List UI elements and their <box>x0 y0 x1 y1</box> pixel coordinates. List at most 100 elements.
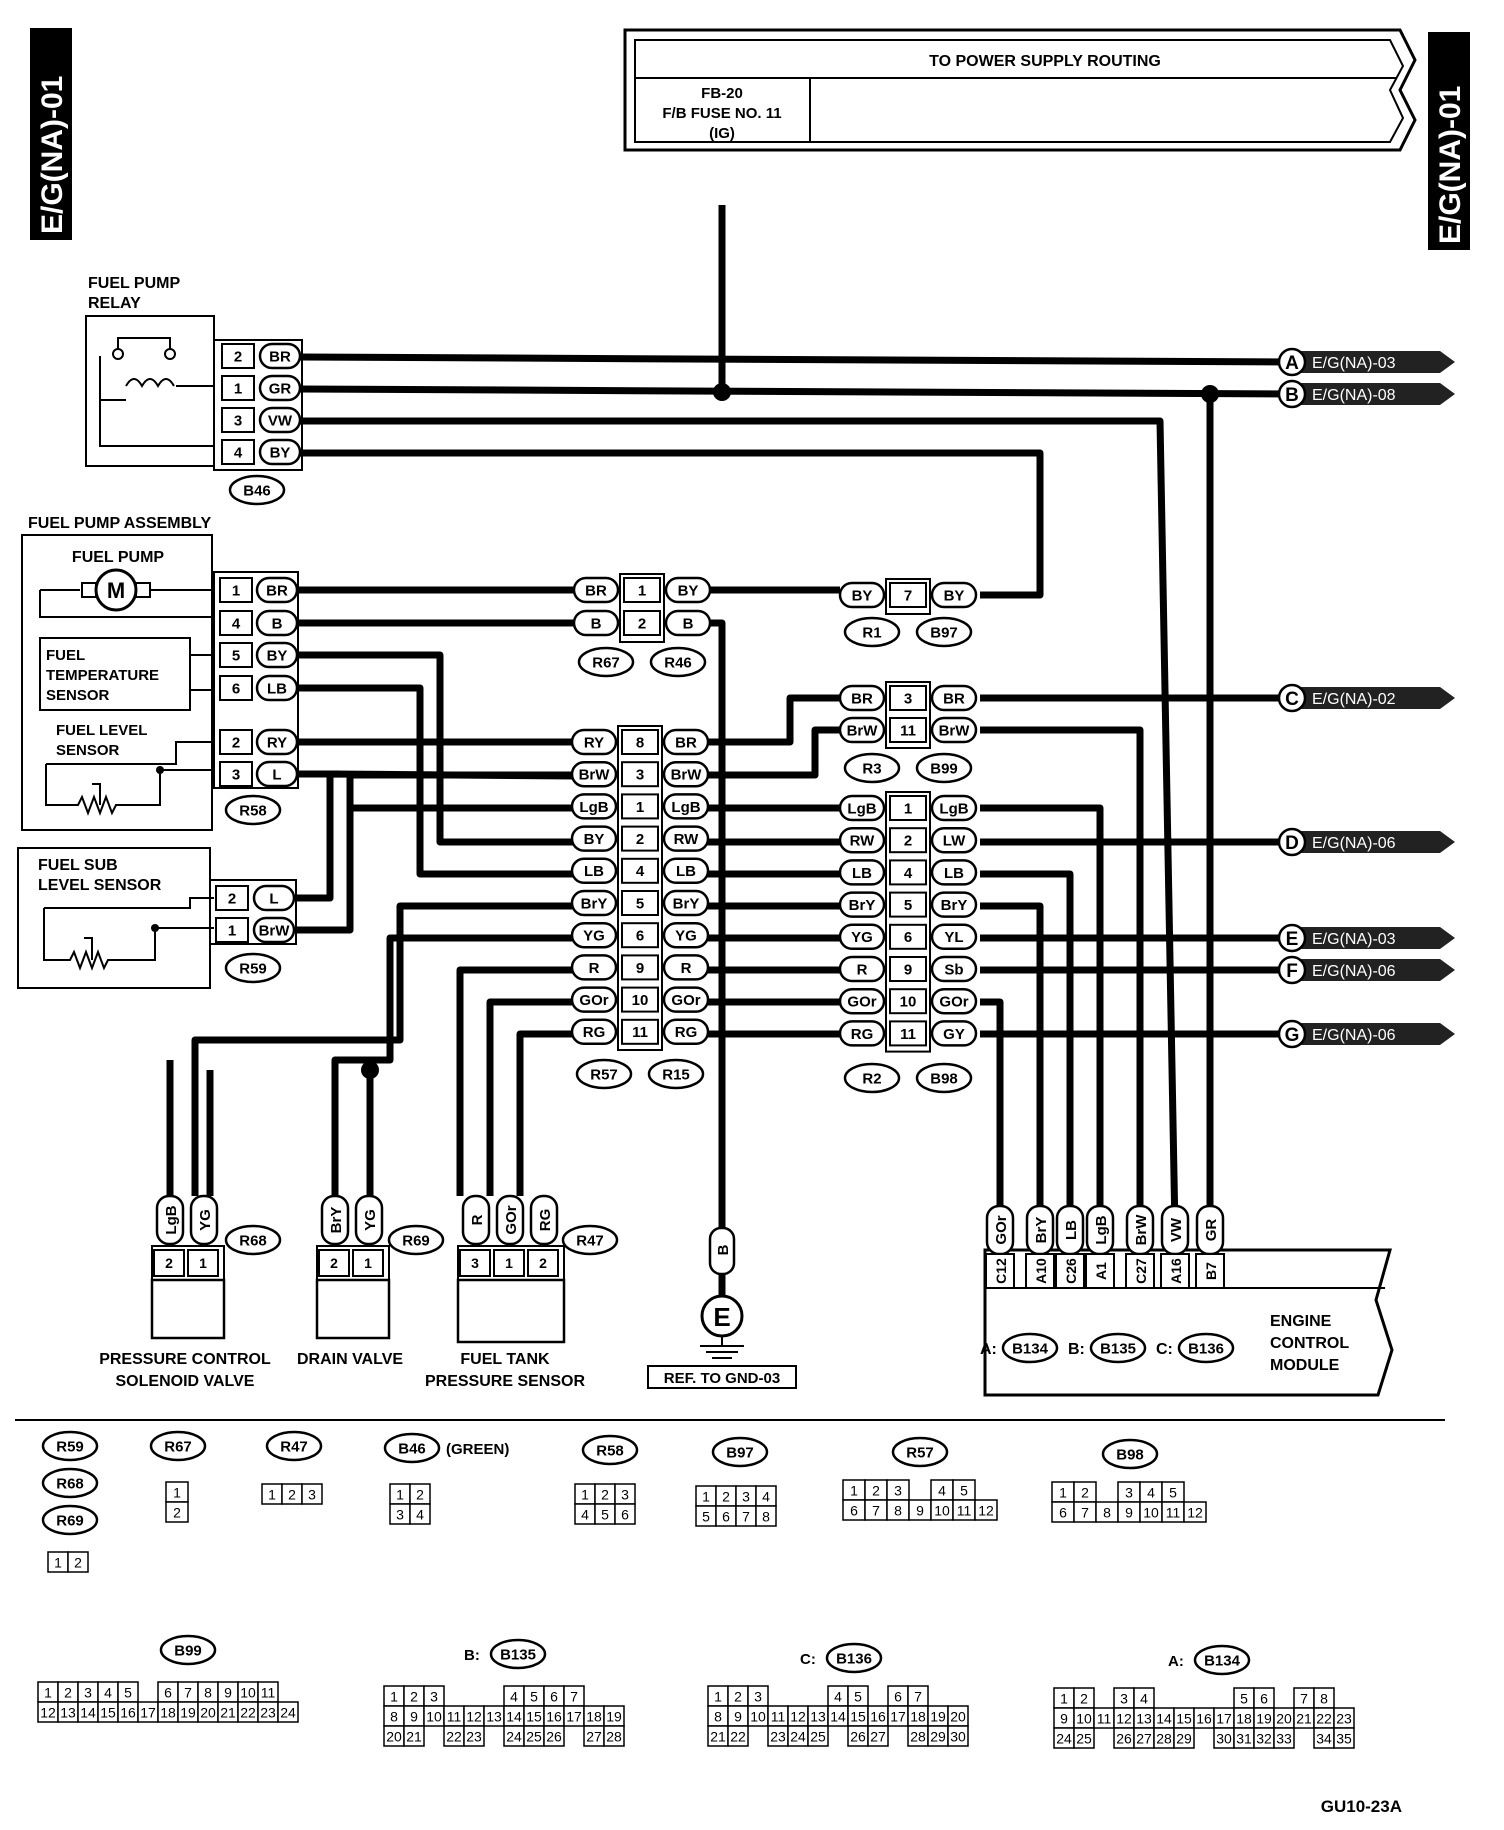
inline-pin: 10 <box>900 994 917 1011</box>
legend-pin: 2 <box>74 1555 82 1571</box>
legend-pin: 3 <box>430 1689 438 1705</box>
legend-pin: 27 <box>586 1729 602 1745</box>
legend-pin: 2 <box>1081 1485 1089 1501</box>
legend-pin: 20 <box>1276 1711 1292 1727</box>
inline-wire-left: BrY <box>849 897 876 914</box>
relay-by-wire <box>300 449 1044 599</box>
legend-pin: 1 <box>1059 1485 1067 1501</box>
r15-br-wire <box>705 694 845 746</box>
relay-br-wire <box>299 353 1291 366</box>
legend-pin: 2 <box>173 1505 181 1521</box>
inline-wire-left: BY <box>852 587 873 604</box>
legend-pin: 29 <box>1176 1731 1192 1747</box>
connector-label: R58 <box>239 803 267 820</box>
legend-pin: 3 <box>308 1487 316 1503</box>
fuel-pump-assembly: FUEL PUMP ASSEMBLY FUEL PUMP M FUEL TEMP… <box>21 515 214 831</box>
legend-pin: 13 <box>1136 1711 1152 1727</box>
ecm-pin: A1 <box>1093 1262 1109 1280</box>
assembly-wire-label: BR <box>266 582 288 599</box>
brY-wire <box>191 902 575 1196</box>
power-supply-title: TO POWER SUPPLY ROUTING <box>929 53 1161 70</box>
legend-pin: 7 <box>872 1503 880 1519</box>
asm-lb-wire <box>295 684 575 878</box>
ecm-wire-label: BrY <box>1033 1217 1050 1244</box>
inline-wire-left: RG <box>583 1024 606 1041</box>
legend-pin: 16 <box>1196 1711 1212 1727</box>
legend-pin: 1 <box>396 1487 404 1503</box>
inline-wire-left: LB <box>852 865 872 882</box>
legend-pin: 28 <box>910 1729 926 1745</box>
sub-sensor-pin: 2 <box>228 890 236 907</box>
svg-text:LEVEL SENSOR: LEVEL SENSOR <box>38 877 162 894</box>
device-wire-label: GOr <box>503 1205 520 1234</box>
inline-wire-left: R <box>857 961 868 978</box>
legend-pin: 17 <box>566 1709 582 1725</box>
legend-pin: 21 <box>220 1705 236 1721</box>
legend-pin: 4 <box>762 1489 770 1505</box>
fuse-line-2: F/B FUSE NO. 11 <box>662 105 781 122</box>
ecm-pin: B7 <box>1203 1262 1219 1280</box>
legend-pin: 11 <box>447 1709 462 1725</box>
legend-pin: 2 <box>601 1487 609 1503</box>
inline-wire-left: RG <box>851 1026 874 1043</box>
legend-pin: 15 <box>850 1709 866 1725</box>
legend-pin: 32 <box>1256 1731 1272 1747</box>
inline-wire-left: LB <box>584 863 604 880</box>
legend-pin: 24 <box>280 1705 296 1721</box>
device-pin: 2 <box>539 1255 547 1271</box>
inline-pin: 7 <box>904 587 912 604</box>
legend-pin: 1 <box>1060 1691 1068 1707</box>
ground-symbol: B E REF. TO GND-03 <box>647 1226 797 1389</box>
inline-wire-right: LB <box>944 865 964 882</box>
r15-brw-wire <box>705 726 845 779</box>
ecm-connector-code: B135 <box>1100 1341 1136 1358</box>
legend-pin: 24 <box>790 1729 806 1745</box>
legend-pin: 9 <box>734 1709 742 1725</box>
legend-connector-id: R67 <box>164 1439 192 1456</box>
inline-pin: 6 <box>636 928 644 945</box>
legend-pin: 11 <box>957 1503 972 1519</box>
inline-wire-right: B <box>683 615 694 632</box>
legend-pin: 8 <box>894 1503 902 1519</box>
assembly-wire-label: BY <box>267 647 288 664</box>
svg-text:SENSOR: SENSOR <box>56 742 120 759</box>
ecm-wire-label: GR <box>1203 1219 1220 1242</box>
connector-label: R46 <box>664 655 692 672</box>
legend-pin: 2 <box>416 1487 424 1503</box>
device-name: PRESSURE CONTROL <box>99 1351 271 1368</box>
legend-pin: 4 <box>1147 1485 1155 1501</box>
legend-pin: 7 <box>914 1689 922 1705</box>
legend-pin: 14 <box>506 1709 522 1725</box>
legend-pin: 3 <box>1120 1691 1128 1707</box>
legend-pin: 1 <box>173 1485 181 1501</box>
inline-pin: 9 <box>636 960 644 977</box>
inline-wire-right: BR <box>675 734 697 751</box>
legend-pin: 9 <box>1125 1505 1133 1521</box>
reference-target: E/G(NA)-02 <box>1312 691 1396 708</box>
legend-connector-id: B134 <box>1204 1653 1241 1670</box>
legend-prefix: B: <box>464 1647 480 1664</box>
inline-pin: 10 <box>632 992 649 1009</box>
inline-wire-right: BR <box>943 690 965 707</box>
inline-pin: 5 <box>904 897 912 914</box>
page-tag-right: E/G(NA)-01 <box>1428 32 1470 250</box>
legend-pin: 3 <box>396 1507 404 1523</box>
legend-pin: 10 <box>240 1685 256 1701</box>
svg-text:RELAY: RELAY <box>88 295 141 312</box>
sub-sensor-wire-label: BrW <box>259 922 291 939</box>
legend-connector-id: R47 <box>280 1439 308 1456</box>
svg-text:FUEL LEVEL: FUEL LEVEL <box>56 722 147 739</box>
ecm-code-prefix: B: <box>1068 1341 1085 1358</box>
legend-pin: 12 <box>40 1705 56 1721</box>
inline-wire-left: BrY <box>581 895 608 912</box>
svg-text:M: M <box>107 578 125 603</box>
legend-pin: 7 <box>184 1685 192 1701</box>
legend-pin: 15 <box>1176 1711 1192 1727</box>
inline-pin: 6 <box>904 929 912 946</box>
inline-wire-right: YL <box>944 929 963 946</box>
legend-pin: 22 <box>240 1705 256 1721</box>
connector-label: R69 <box>402 1233 430 1250</box>
